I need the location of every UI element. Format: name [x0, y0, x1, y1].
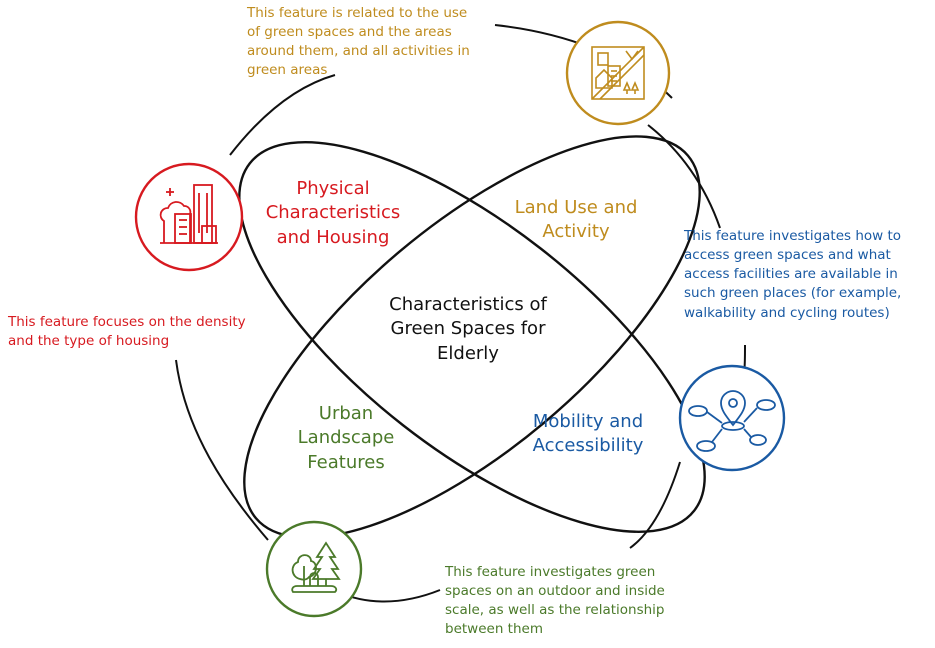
description-line: access facilities are available in — [684, 266, 898, 283]
center-title-line: Characteristics of — [389, 294, 547, 315]
quadrant-label-land-use: Land Use and Activity — [502, 196, 650, 245]
description-line: spaces on an outdoor and inside — [445, 583, 665, 600]
trees-icon — [265, 520, 363, 618]
quadrant-label-physical: Physical Characteristics and Housing — [248, 177, 418, 250]
description-mobility: This feature investigates how to access … — [684, 227, 931, 323]
quadrant-label-line: Characteristics — [265, 202, 401, 224]
description-line: such green places (for example, — [684, 285, 902, 302]
quadrant-label-line: and Housing — [276, 226, 390, 248]
description-line: This feature investigates how to — [684, 228, 902, 244]
quadrant-label-line: Activity — [542, 221, 610, 243]
quadrant-label-line: Physical — [296, 178, 370, 199]
quadrant-label-mobility: Mobility and Accessibility — [510, 410, 666, 459]
description-line: This feature focuses on the density — [8, 314, 246, 330]
description-line: This feature investigates green — [445, 564, 656, 580]
description-line: green areas — [247, 62, 328, 79]
center-title-line: Green Spaces for — [390, 318, 546, 340]
description-line: access green spaces and what — [684, 247, 891, 264]
quadrant-label-urban: Urban Landscape Features — [278, 402, 414, 475]
outer-arc-bottom-left — [175, 359, 269, 541]
location-network-icon — [678, 364, 786, 472]
ellipse-ascending — [243, 135, 701, 539]
quadrant-label-line: Mobility and — [532, 411, 644, 432]
quadrant-label-line: Land Use and — [514, 197, 638, 218]
city-map-icon — [565, 20, 671, 126]
quadrant-label-line: Accessibility — [532, 435, 644, 457]
center-title: Characteristics of Green Spaces for Elde… — [355, 293, 581, 366]
quadrant-label-line: Urban — [318, 403, 374, 424]
description-line: and the type of housing — [8, 333, 170, 350]
center-title-line: Elderly — [437, 342, 499, 364]
description-physical: This feature focuses on the density and … — [8, 313, 278, 351]
description-line: of green spaces and the areas — [247, 24, 452, 41]
outer-arc-top-left — [229, 74, 336, 156]
description-land-use: This feature is related to the use of gr… — [247, 4, 497, 81]
description-line: between them — [445, 621, 543, 638]
description-line: around them, and all activities in — [247, 43, 470, 60]
description-line: scale, as well as the relationship — [445, 602, 665, 619]
outer-arc-top-right — [647, 124, 721, 229]
description-line: walkability and cycling routes) — [684, 304, 890, 321]
description-line: This feature is related to the use — [247, 5, 468, 21]
quadrant-label-line: Features — [307, 451, 385, 473]
outer-arc-bottom-right — [629, 461, 681, 549]
buildings-icon — [134, 162, 244, 272]
ellipse-descending — [238, 141, 706, 533]
description-urban: This feature investigates green spaces o… — [445, 563, 693, 640]
quadrant-label-line: Landscape — [297, 427, 395, 449]
